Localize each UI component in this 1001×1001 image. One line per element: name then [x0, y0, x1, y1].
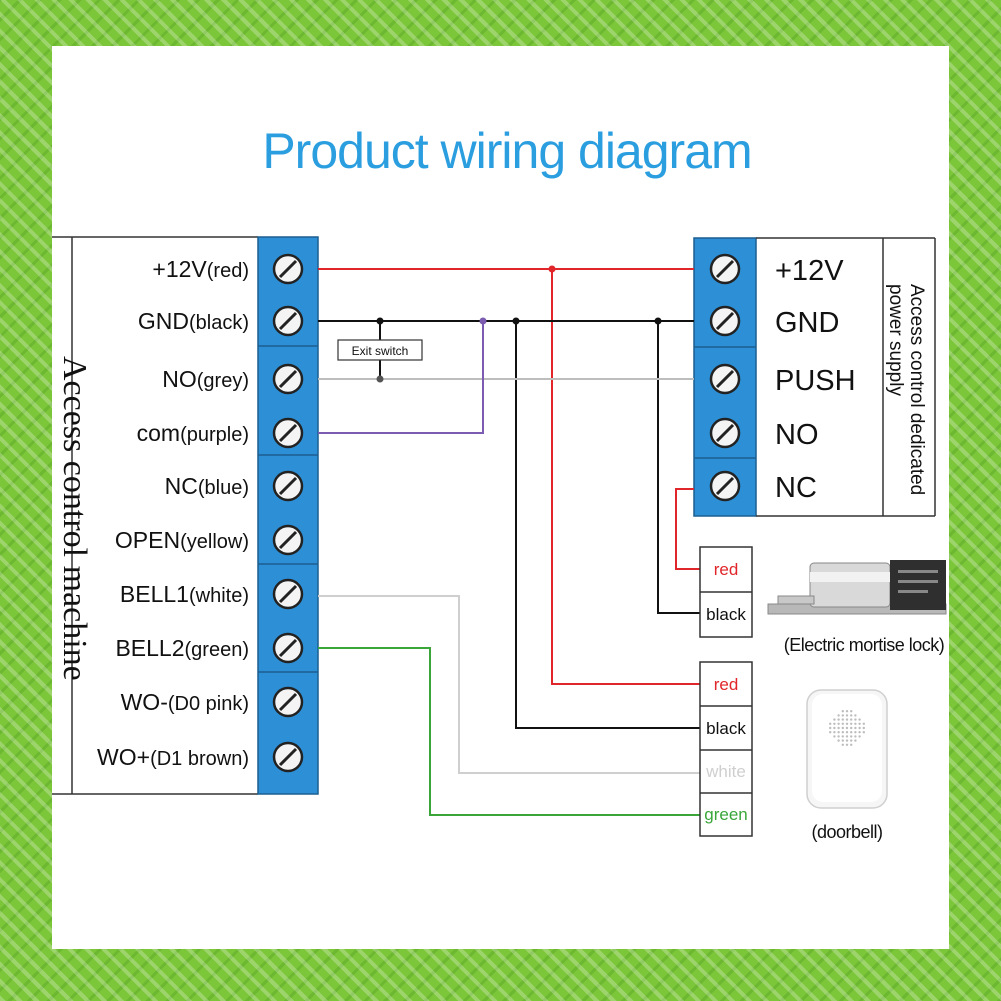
lock-wire-red: red — [714, 560, 739, 579]
left-terminal-label: NO(grey) — [162, 366, 249, 392]
doorbell-image — [806, 689, 888, 809]
exit-switch-label: Exit switch — [352, 344, 409, 358]
left-terminal-label: BELL1(white) — [120, 581, 249, 607]
access-control-machine-label: Access control machine — [56, 356, 93, 681]
left-terminal-label: WO-(D0 pink) — [121, 689, 249, 715]
right-terminal-screw-icon — [709, 363, 741, 395]
doorbell-wire-black: black — [706, 719, 746, 738]
left-terminal-screw-icon — [272, 578, 304, 610]
wire-bell1-white — [318, 595, 700, 774]
access-control-machine: Access control machine +12V(red) GND(blac… — [52, 236, 319, 795]
right-terminal-label: NO — [775, 419, 819, 451]
diagram-frame — [52, 46, 949, 949]
right-terminal-screw-icon — [709, 417, 741, 449]
left-terminal-screw-icon — [272, 524, 304, 556]
left-terminal-label: OPEN(yellow) — [115, 527, 249, 553]
wire-nc-red-lock — [675, 488, 700, 570]
right-terminal-label: NC — [775, 472, 817, 504]
right-terminal-screw-icon — [709, 253, 741, 285]
doorbell-wire-green: green — [704, 805, 747, 824]
left-terminal-label: BELL2(green) — [115, 635, 249, 661]
right-terminal-screw-icon — [709, 470, 741, 502]
left-terminal-screw-icon — [272, 741, 304, 773]
lock-wire-black: black — [706, 605, 746, 624]
left-terminal-label: +12V(red) — [152, 256, 249, 282]
doorbell-wire-white: white — [705, 762, 746, 781]
left-terminal-screw-icon — [272, 632, 304, 664]
left-terminal-screw-icon — [272, 305, 304, 337]
power-supply-label-2: power supply — [885, 284, 906, 396]
wire-black-lock — [657, 321, 700, 614]
left-terminal-label: NC(blue) — [165, 473, 249, 499]
right-terminal-screw-icon — [709, 305, 741, 337]
right-terminal-label: PUSH — [775, 365, 856, 397]
left-terminal-screw-icon — [272, 363, 304, 395]
power-supply: Access control dedicated power supply +1… — [693, 237, 936, 517]
doorbell-caption: (doorbell) — [811, 822, 882, 842]
left-terminal-label: WO+(D1 brown) — [97, 744, 249, 770]
doorbell-wire-box: red black white green — [699, 661, 753, 837]
lock-wire-box: red black — [699, 546, 753, 638]
lock-caption: (Electric mortise lock) — [784, 635, 945, 655]
exit-switch: Exit switch — [337, 339, 423, 361]
right-terminal-label: GND — [775, 307, 839, 339]
left-terminal-screw-icon — [272, 470, 304, 502]
left-terminal-screw-icon — [272, 417, 304, 449]
power-supply-label-1: Access control dedicated — [906, 284, 927, 495]
electric-mortise-lock-image — [767, 560, 947, 615]
left-terminal-label: com(purple) — [137, 420, 249, 446]
wires — [318, 265, 700, 816]
wire-black-doorbell — [515, 321, 700, 729]
wire-bell2-green — [318, 647, 700, 816]
page-title: Product wiring diagram — [262, 123, 751, 179]
wire-com-purple — [318, 321, 484, 434]
wire-red-doorbell — [551, 269, 700, 685]
right-terminal-label: +12V — [775, 255, 844, 287]
doorbell-wire-red: red — [714, 675, 739, 694]
left-terminal-screw-icon — [272, 253, 304, 285]
left-terminal-label: GND(black) — [138, 308, 249, 334]
left-terminal-screw-icon — [272, 686, 304, 718]
